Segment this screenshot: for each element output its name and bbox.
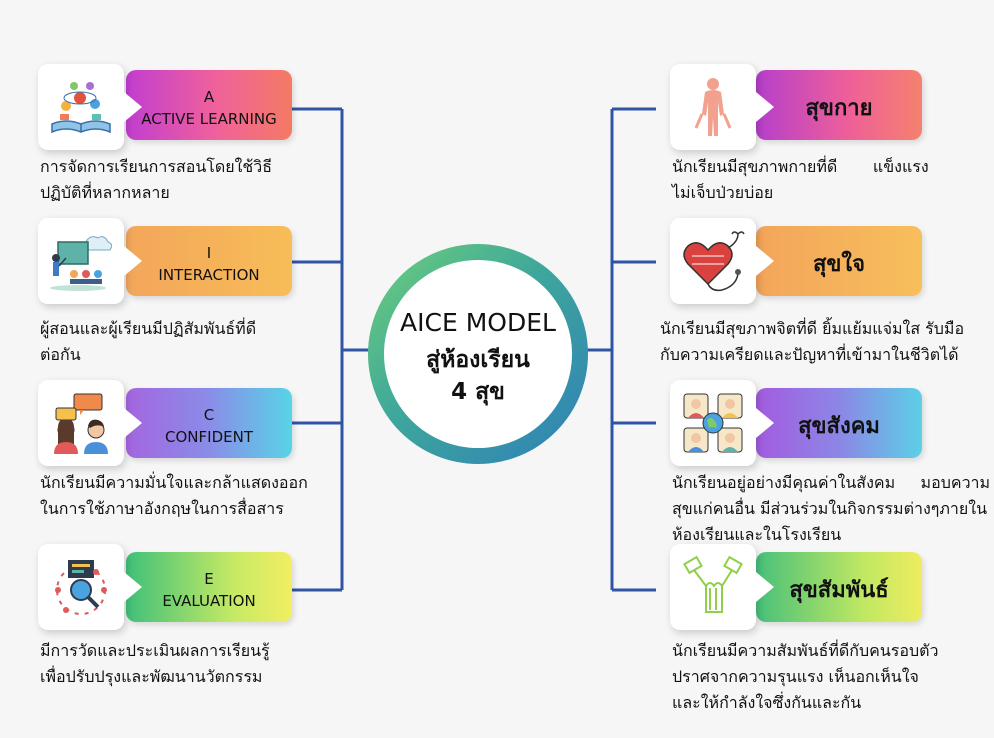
- description-line: สุขแก่คนอื่น มีส่วนร่วมในกิจกรรมต่างๆภาย…: [672, 499, 988, 518]
- description: นักเรียนมีสุขภาพกายที่ดี แข็งแรง ไม่เจ็บ…: [672, 154, 972, 206]
- description: นักเรียนมีความมั่นใจและกล้าแสดงออก ในการ…: [40, 470, 340, 522]
- center-subtitle: สู่ห้องเรียน: [426, 347, 530, 373]
- banner-evaluation: E EVALUATION: [126, 552, 292, 622]
- banner-title: สุขกาย: [805, 96, 873, 121]
- description-line: กับความเครียดและปัญหาที่เข้ามาในชีวิตได้: [660, 345, 959, 364]
- human-body-icon: [670, 64, 774, 150]
- description-line: ปฏิบัติที่หลากหลาย: [40, 183, 170, 202]
- evaluation-icon: [38, 544, 142, 630]
- description: นักเรียนอยู่อย่างมีคุณค่าในสังคม มอบความ…: [672, 470, 992, 548]
- description-line: ต่อกัน: [40, 345, 81, 364]
- banner-title: สุขใจ: [812, 252, 866, 277]
- banner-title: สุขสังคม: [798, 414, 880, 439]
- center-title: AICE MODEL: [400, 308, 556, 337]
- description-line: ไม่เจ็บป่วยบ่อย: [672, 183, 774, 202]
- center-circle: AICE MODEL สู่ห้องเรียน 4 สุข: [368, 244, 588, 464]
- description-line: ในการใช้ภาษาอังกฤษในการสื่อสาร: [40, 499, 284, 518]
- book-learning-icon: [38, 64, 142, 150]
- community-globe-icon: [670, 380, 774, 466]
- description: นักเรียนมีสุขภาพจิตที่ดี ยิ้มแย้มแจ่มใส …: [660, 316, 990, 368]
- banner-title: ACTIVE LEARNING: [141, 110, 277, 128]
- banner-social-happiness: สุขสังคม: [756, 388, 922, 458]
- banner-title: EVALUATION: [162, 592, 256, 610]
- banner-confident: C CONFIDENT: [126, 388, 292, 458]
- description-line: มีการวัดและประเมินผลการเรียนรู้: [40, 641, 270, 660]
- banner-physical-happiness: สุขกาย: [756, 70, 922, 140]
- description-line: นักเรียนมีความสัมพันธ์ที่ดีกับคนรอบตัว: [672, 641, 939, 660]
- teacher-presentation-icon: [38, 218, 142, 304]
- banner-title: CONFIDENT: [165, 428, 253, 446]
- description: ผู้สอนและผู้เรียนมีปฏิสัมพันธ์ที่ดี ต่อก…: [40, 316, 300, 368]
- center-circle-inner: AICE MODEL สู่ห้องเรียน 4 สุข: [384, 260, 572, 448]
- description-line: นักเรียนมีความมั่นใจและกล้าแสดงออก: [40, 473, 308, 492]
- banner-mental-happiness: สุขใจ: [756, 226, 922, 296]
- description-line: นักเรียนมีสุขภาพกายที่ดี แข็งแรง: [672, 157, 929, 176]
- description-line: ห้องเรียนและในโรงเรียน: [672, 525, 842, 544]
- banner-interaction: I INTERACTION: [126, 226, 292, 296]
- banner-active-learning: A ACTIVE LEARNING: [126, 70, 292, 140]
- description-line: เพื่อปรับปรุงและพัฒนานวัตกรรม: [40, 667, 263, 686]
- description-line: นักเรียนมีสุขภาพจิตที่ดี ยิ้มแย้มแจ่มใส …: [660, 319, 965, 338]
- heart-stethoscope-icon: [670, 218, 774, 304]
- banner-relationship-happiness: สุขสัมพันธ์: [756, 552, 922, 622]
- description-line: และให้กำลังใจซึ่งกันและกัน: [672, 693, 862, 712]
- banner-title: สุขสัมพันธ์: [789, 578, 889, 603]
- banner-letter: E: [204, 570, 214, 588]
- description: การจัดการเรียนการสอนโดยใช้วิธี ปฏิบัติที…: [40, 154, 300, 206]
- description: นักเรียนมีความสัมพันธ์ที่ดีกับคนรอบตัว ป…: [672, 638, 972, 716]
- description: มีการวัดและประเมินผลการเรียนรู้ เพื่อปรั…: [40, 638, 320, 690]
- banner-letter: C: [203, 406, 215, 424]
- banner-letter: I: [206, 244, 212, 262]
- description-line: ปราศจากความรุนแรง เห็นอกเห็นใจ: [672, 667, 919, 686]
- description-line: การจัดการเรียนการสอนโดยใช้วิธี: [40, 157, 273, 176]
- joined-hands-icon: [670, 544, 774, 630]
- conversation-icon: [38, 380, 142, 466]
- description-line: นักเรียนอยู่อย่างมีคุณค่าในสังคม มอบความ: [672, 473, 991, 492]
- center-subtitle-count: 4 สุข: [451, 379, 505, 405]
- description-line: ผู้สอนและผู้เรียนมีปฏิสัมพันธ์ที่ดี: [40, 319, 257, 338]
- banner-title: INTERACTION: [158, 266, 260, 284]
- banner-letter: A: [203, 88, 215, 106]
